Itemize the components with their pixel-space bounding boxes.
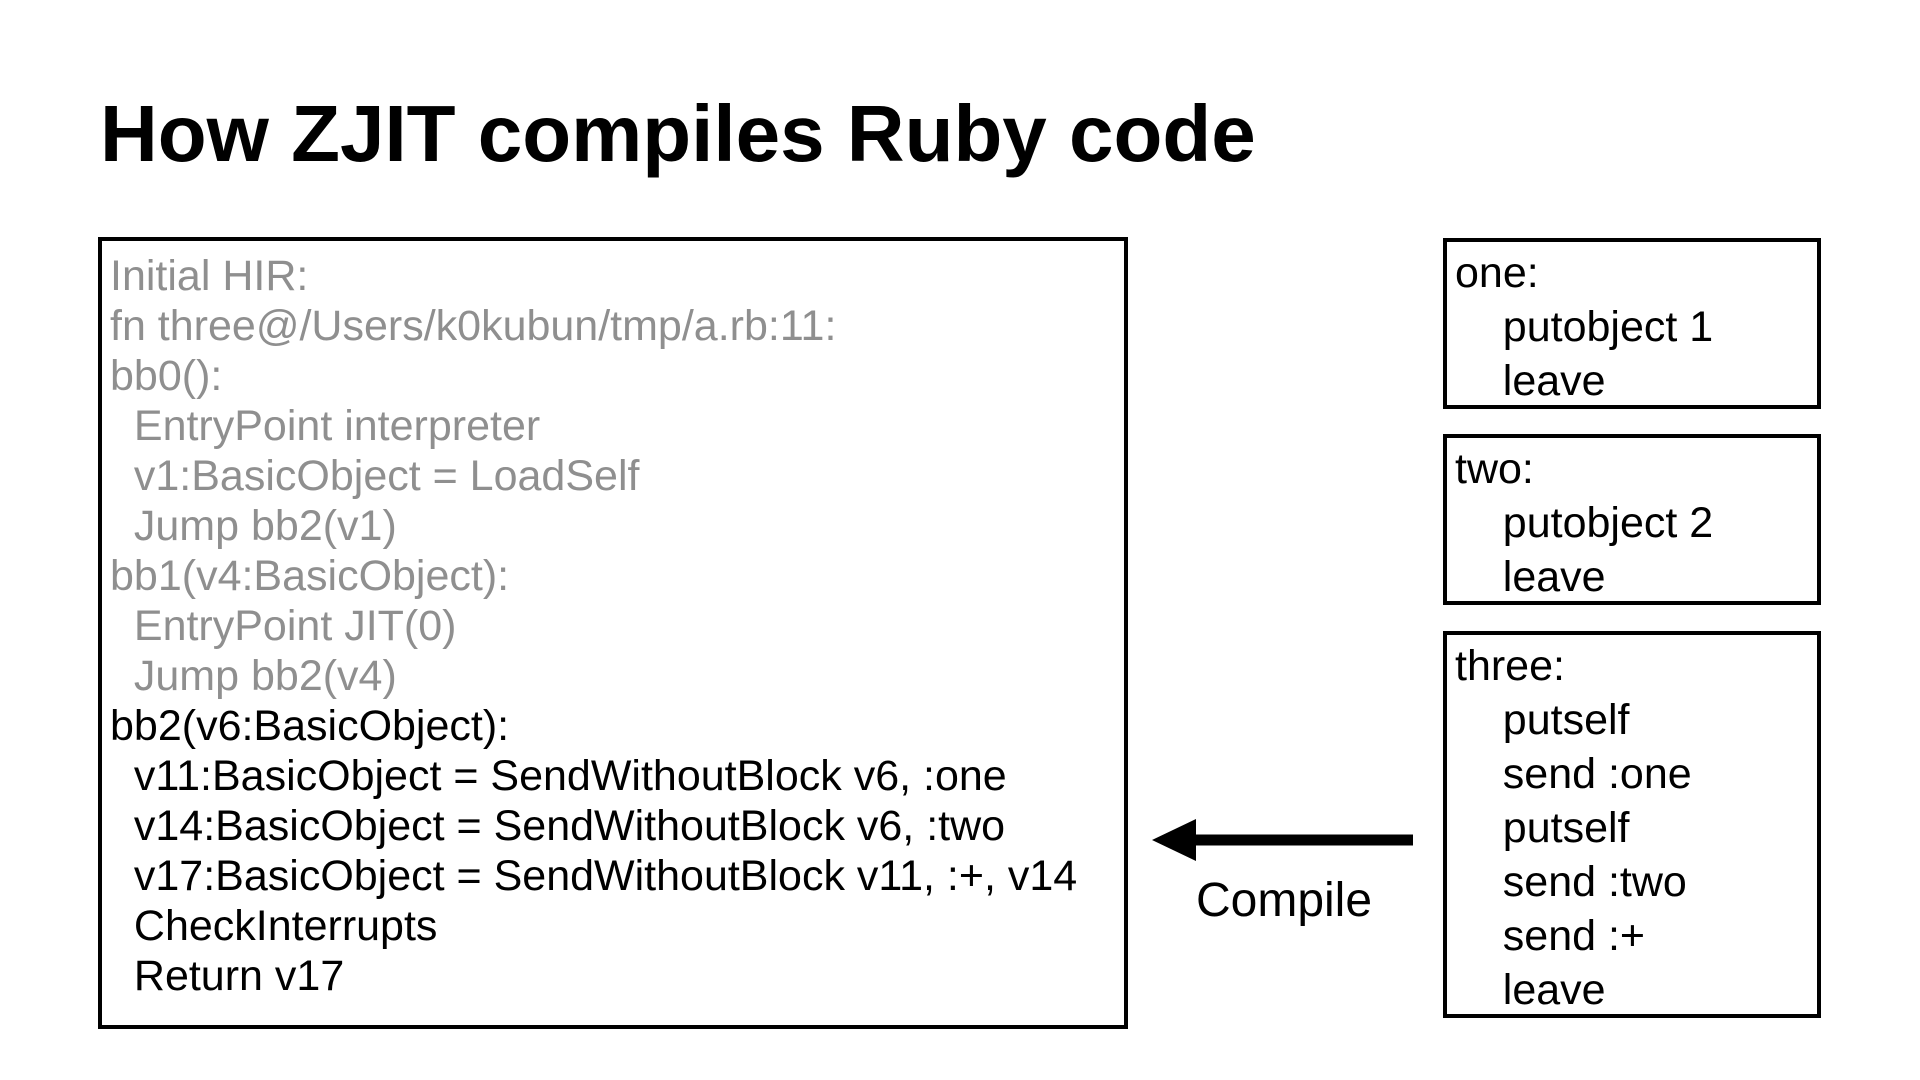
hir-line: Jump bb2(v4): [110, 652, 397, 700]
hir-line: bb0():: [110, 352, 223, 400]
hir-line: Jump bb2(v1): [110, 502, 397, 550]
bytecode-label: three:: [1455, 642, 1565, 690]
hir-line-highlighted: v11:BasicObject = SendWithoutBlock v6, :…: [110, 752, 1007, 800]
bytecode-line: leave: [1455, 553, 1606, 601]
left-arrow-icon: [1152, 819, 1413, 861]
bytecode-label: two:: [1455, 445, 1534, 493]
hir-line: bb1(v4:BasicObject):: [110, 552, 510, 600]
hir-line: EntryPoint JIT(0): [110, 602, 457, 650]
bytecode-line: putobject 1: [1455, 303, 1714, 351]
hir-code-box: Initial HIR: fn three@/Users/k0kubun/tmp…: [98, 237, 1128, 1029]
compile-label: Compile: [1195, 874, 1373, 927]
hir-line-highlighted: bb2(v6:BasicObject):: [110, 702, 510, 750]
hir-line-highlighted: v14:BasicObject = SendWithoutBlock v6, :…: [110, 802, 1006, 850]
bytecode-line: leave: [1455, 966, 1606, 1014]
bytecode-line: leave: [1455, 357, 1606, 405]
hir-line-highlighted: Return v17: [110, 952, 345, 1000]
hir-line: Initial HIR:: [110, 252, 309, 300]
page-title: How ZJIT compiles Ruby code: [100, 89, 1256, 178]
hir-line-highlighted: CheckInterrupts: [110, 902, 438, 950]
bytecode-line: putself: [1455, 696, 1630, 744]
bytecode-box-one: one: putobject 1 leave: [1443, 238, 1821, 409]
bytecode-box-three: three: putself send :one putself send :t…: [1443, 631, 1821, 1018]
compile-annotation: Compile: [1150, 815, 1418, 928]
bytecode-line: send :+: [1455, 912, 1646, 960]
bytecode-label: one:: [1455, 249, 1539, 297]
bytecode-line: putself: [1455, 804, 1630, 852]
hir-line: EntryPoint interpreter: [110, 402, 541, 450]
hir-line: v1:BasicObject = LoadSelf: [110, 452, 640, 500]
bytecode-box-two: two: putobject 2 leave: [1443, 434, 1821, 605]
bytecode-line: send :one: [1455, 750, 1692, 798]
bytecode-line: putobject 2: [1455, 499, 1714, 547]
hir-line: fn three@/Users/k0kubun/tmp/a.rb:11:: [110, 302, 837, 350]
hir-line-highlighted: v17:BasicObject = SendWithoutBlock v11, …: [110, 852, 1078, 900]
bytecode-line: send :two: [1455, 858, 1687, 906]
